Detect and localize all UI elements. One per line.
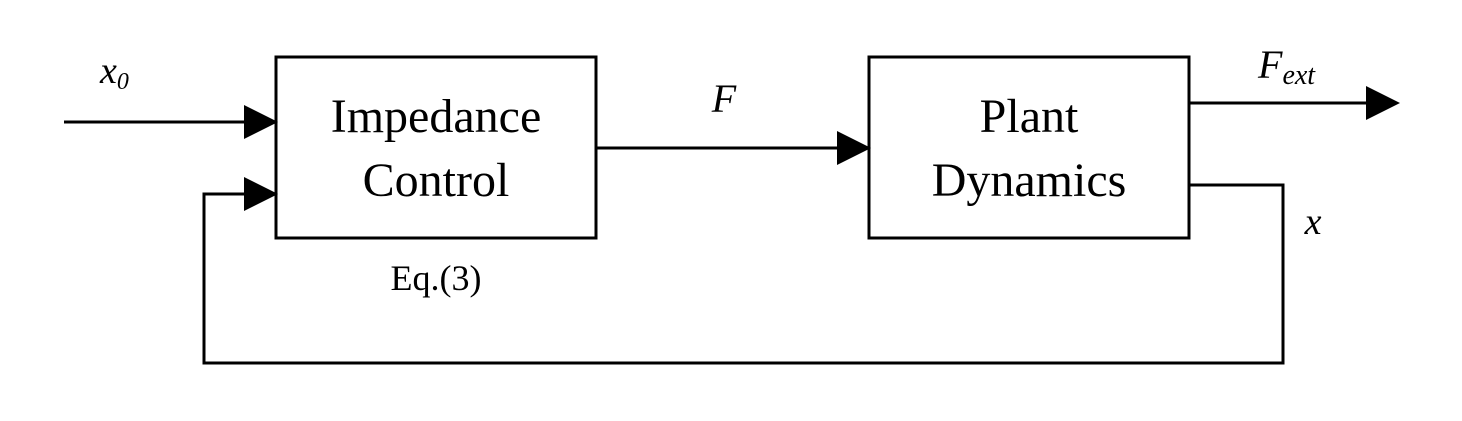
plant-dynamics-line2: Dynamics [932, 154, 1127, 207]
external-force-base: F [1257, 42, 1283, 87]
impedance-control-equation-label: Eq.(3) [391, 258, 482, 298]
impedance-control-block: Impedance Control [274, 55, 598, 240]
position-feedback-line [202, 177, 1285, 365]
impedance-control-line2: Control [363, 154, 510, 207]
input-reference-base: x [99, 50, 117, 92]
input-reference-subscript: 0 [117, 69, 129, 95]
impedance-control-line1: Impedance [331, 90, 542, 143]
plant-dynamics-line1: Plant [980, 90, 1079, 143]
external-force-label: Fext [1257, 42, 1316, 91]
impedance-control-box [274, 55, 598, 240]
control-force-label: F [711, 76, 737, 121]
input-reference-label: x0 [99, 50, 129, 95]
plant-dynamics-box [867, 55, 1191, 240]
position-feedback-label: x [1304, 201, 1322, 243]
plant-dynamics-block: Plant Dynamics [867, 55, 1191, 240]
external-force-subscript: ext [1282, 60, 1316, 91]
